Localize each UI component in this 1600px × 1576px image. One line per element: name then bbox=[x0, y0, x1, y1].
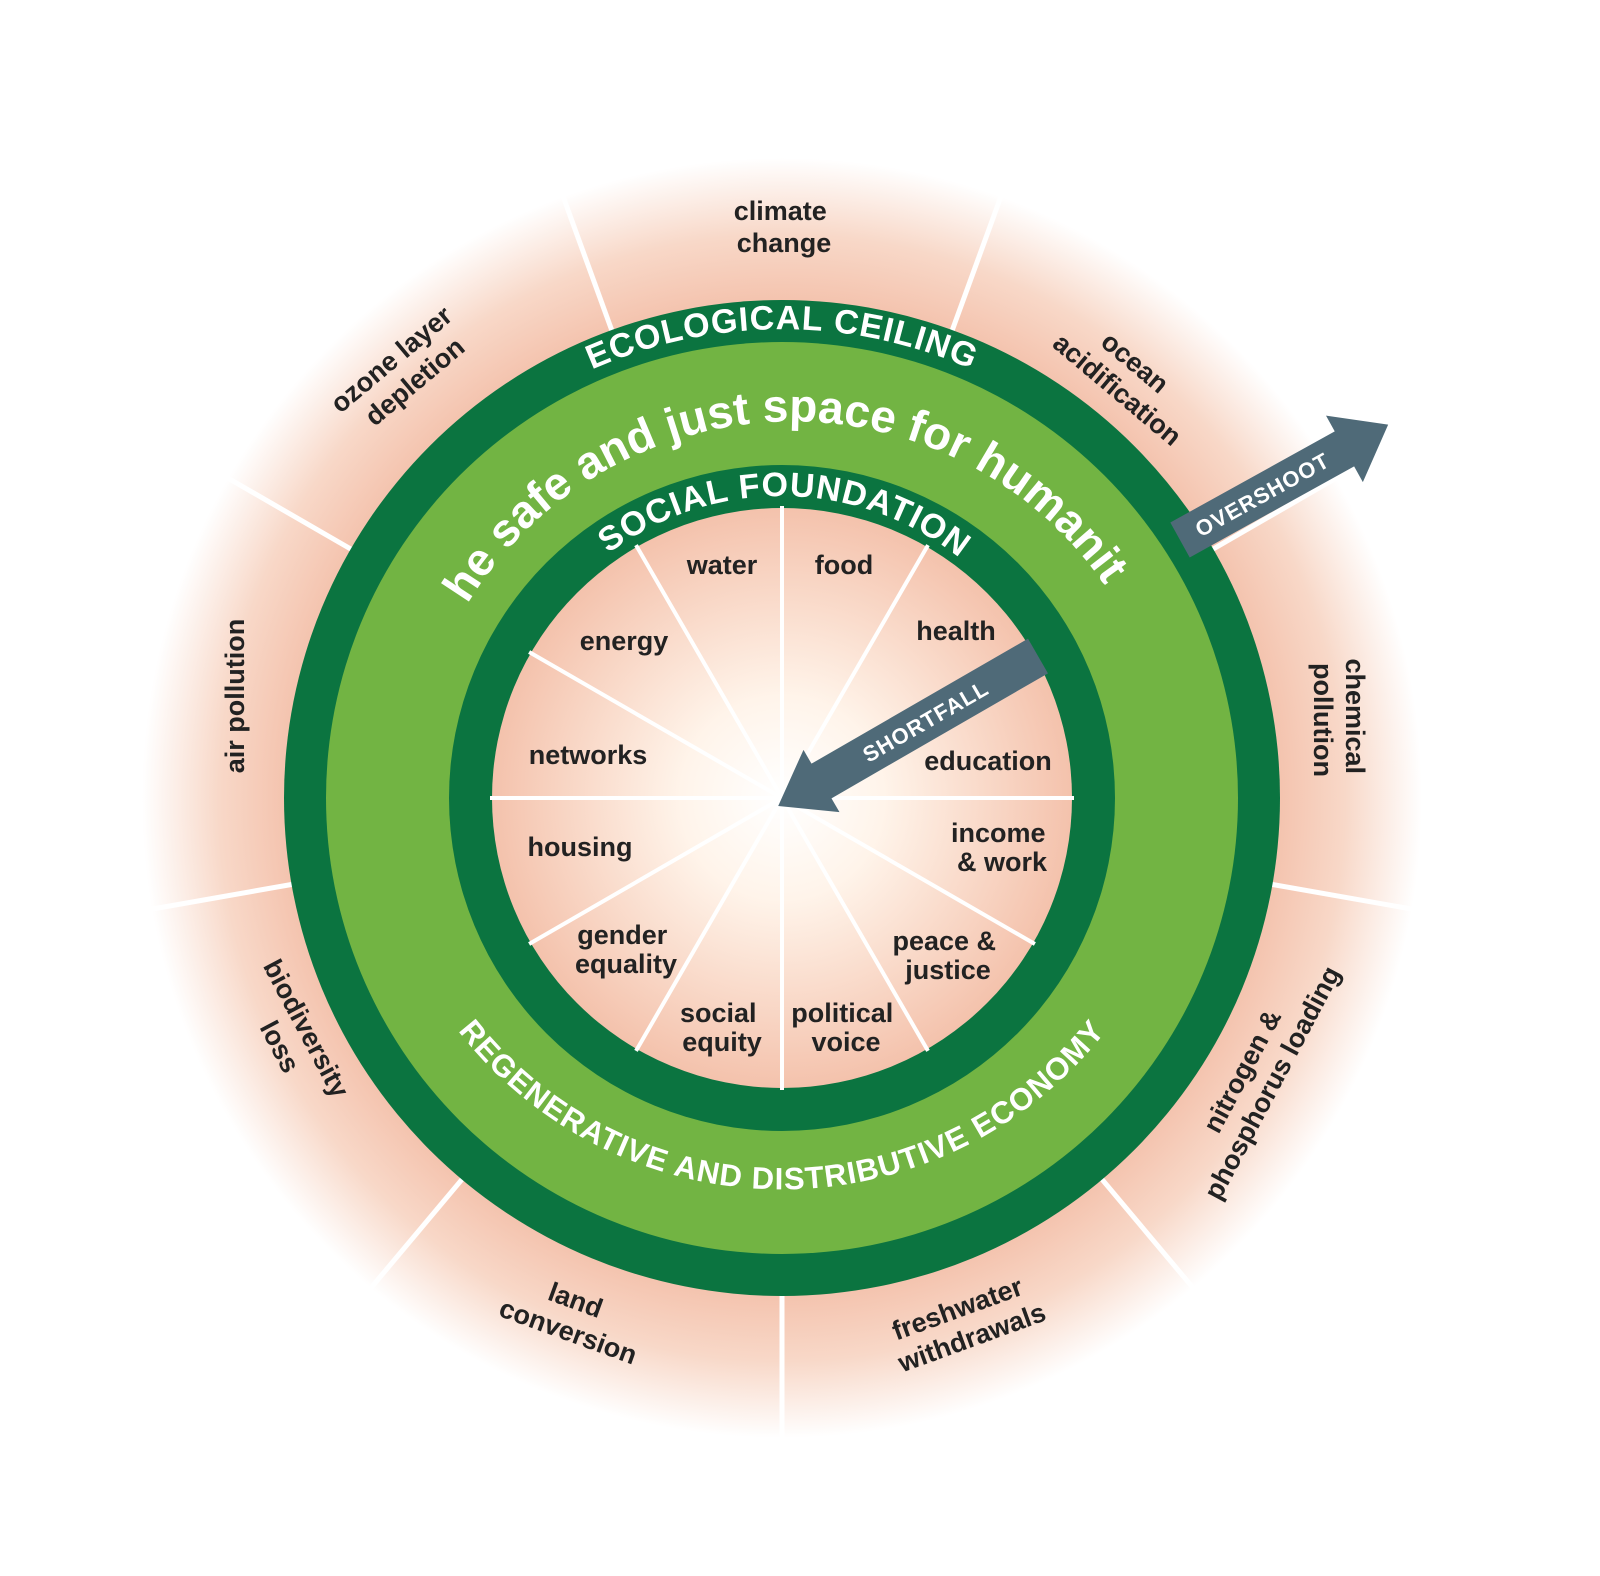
social-label-social-equity: social equity bbox=[680, 998, 764, 1057]
social-dimensions: food health education income & work peac… bbox=[528, 550, 1053, 1057]
social-label-food: food bbox=[815, 550, 873, 580]
ecological-divider bbox=[217, 470, 368, 561]
eco-label-air-pollution: air pollution bbox=[220, 619, 250, 774]
ecological-divider bbox=[1196, 470, 1347, 561]
social-divider bbox=[634, 796, 784, 1052]
ecological-divider bbox=[557, 186, 621, 348]
social-label-peace-justice: peace & justice bbox=[892, 926, 1003, 985]
social-label-energy: energy bbox=[580, 626, 669, 656]
social-divider bbox=[528, 796, 784, 946]
social-label-housing: housing bbox=[528, 832, 633, 862]
social-label-political-voice: political voice bbox=[791, 998, 901, 1057]
social-divider bbox=[780, 796, 930, 1052]
social-label-gender-equality: gender equality bbox=[575, 920, 677, 979]
eco-label-chemical-pollution: chemical pollution bbox=[1308, 658, 1370, 781]
ecological-divider bbox=[362, 1164, 476, 1298]
social-label-education: education bbox=[924, 746, 1052, 776]
ecological-divider bbox=[1254, 878, 1423, 914]
social-divider bbox=[528, 650, 784, 800]
social-label-water: water bbox=[686, 550, 758, 580]
social-divider bbox=[634, 544, 784, 800]
ecological-divider bbox=[1088, 1164, 1202, 1298]
social-label-health: health bbox=[916, 616, 996, 646]
social-divider bbox=[780, 796, 1036, 946]
ecological-divider bbox=[943, 186, 1007, 348]
ecological-divider bbox=[141, 878, 310, 914]
social-label-income-work: income & work bbox=[951, 818, 1053, 877]
ecological-dividers bbox=[141, 186, 1423, 1448]
social-label-networks: networks bbox=[529, 740, 648, 770]
eco-label-climate-change: climate change bbox=[734, 196, 835, 258]
